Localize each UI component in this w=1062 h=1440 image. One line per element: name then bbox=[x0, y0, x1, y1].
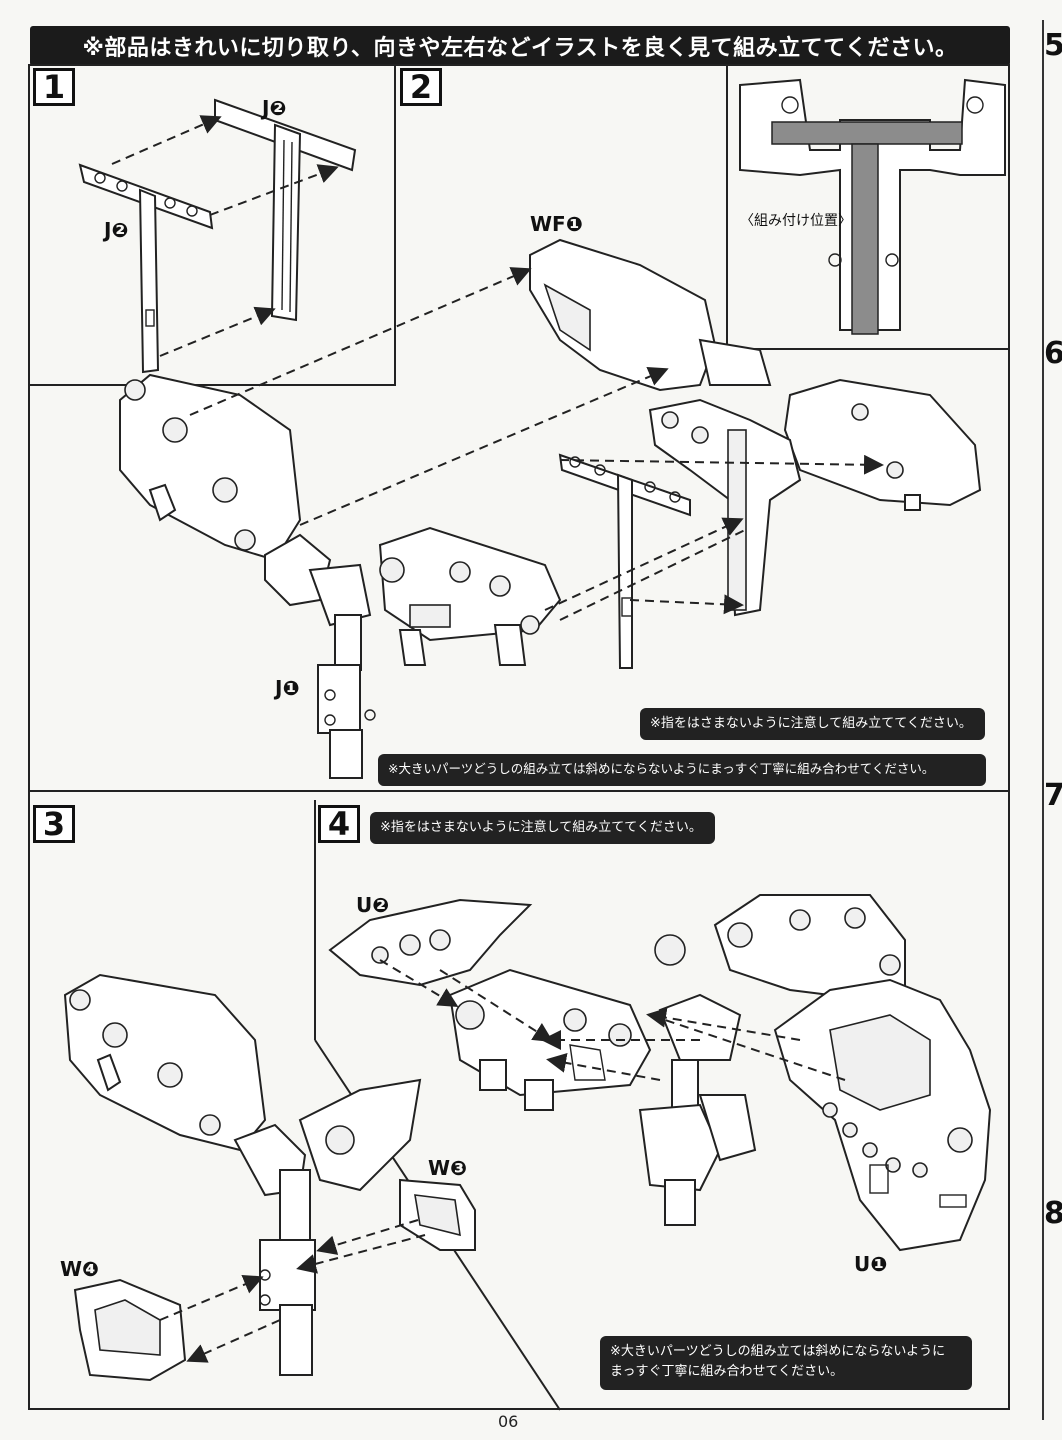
step3-assembly bbox=[63, 973, 422, 1376]
step-2-inset-box bbox=[726, 64, 1010, 350]
step2-post-j1 bbox=[317, 614, 376, 779]
label-u1: U❶ bbox=[854, 1252, 888, 1276]
step-divider bbox=[28, 790, 1010, 792]
step4-post bbox=[638, 1059, 757, 1226]
label-j2-right: J❷ bbox=[262, 96, 287, 120]
step-number-4: 4 bbox=[318, 805, 360, 843]
label-j1: J❶ bbox=[275, 676, 300, 700]
step4-u1-part bbox=[773, 978, 992, 1252]
step2-center-block bbox=[378, 526, 562, 666]
step2-note-large-parts: ※大きいパーツどうしの組み立ては斜めにならないようにまっすぐ丁寧に組み合わせてく… bbox=[378, 754, 986, 786]
step-number-2: 2 bbox=[400, 68, 442, 106]
step-number-1: 1 bbox=[33, 68, 75, 106]
step1-t-frame-right bbox=[214, 98, 357, 322]
step2-right-housing bbox=[783, 378, 982, 511]
step4-note-large-parts: ※大きいパーツどうしの組み立ては斜めにならないように まっすぐ丁寧に組み合わせて… bbox=[600, 1336, 972, 1390]
label-w3: W❸ bbox=[428, 1156, 467, 1180]
step4-note-fingers: ※指をはさまないように注意して組み立ててください。 bbox=[370, 812, 715, 844]
page-frame bbox=[28, 64, 1010, 1410]
next-step-6: 6 bbox=[1044, 336, 1062, 371]
next-page-edge bbox=[1042, 20, 1062, 1420]
label-w4: W❹ bbox=[60, 1257, 99, 1281]
step4-note-line-1: ※大きいパーツどうしの組み立ては斜めにならないように bbox=[610, 1344, 946, 1359]
next-step-5: 5 bbox=[1044, 28, 1062, 63]
step2-note-fingers: ※指をはさまないように注意して組み立ててください。 bbox=[640, 708, 985, 740]
step4-u2-part bbox=[328, 898, 533, 987]
header-banner: ※部品はきれいに切り取り、向きや左右などイラストを良く見て組み立ててください。 bbox=[30, 26, 1010, 66]
step2-mid-t-frame bbox=[558, 453, 691, 669]
step4-note-line-2: まっすぐ丁寧に組み合わせてください。 bbox=[610, 1363, 844, 1379]
step-1-box bbox=[28, 64, 396, 386]
label-u2: U❷ bbox=[356, 893, 390, 917]
step2-wf1-part bbox=[529, 238, 772, 392]
label-j2-left: J❷ bbox=[104, 218, 129, 242]
step2-left-housing bbox=[119, 373, 372, 627]
step3-w4-part bbox=[73, 1278, 187, 1382]
next-step-7: 7 bbox=[1044, 778, 1062, 813]
step-number-3: 3 bbox=[33, 805, 75, 843]
step1-t-frame-left bbox=[78, 163, 214, 374]
label-wf1: WF❶ bbox=[530, 212, 583, 236]
inset-caption: 〈組み付け位置〉 bbox=[740, 213, 852, 229]
page-number: 06 bbox=[498, 1412, 519, 1431]
next-step-8: 8 bbox=[1044, 1196, 1062, 1231]
step3-w3-part bbox=[399, 1178, 476, 1251]
inset-frame-diagram bbox=[739, 78, 1006, 335]
